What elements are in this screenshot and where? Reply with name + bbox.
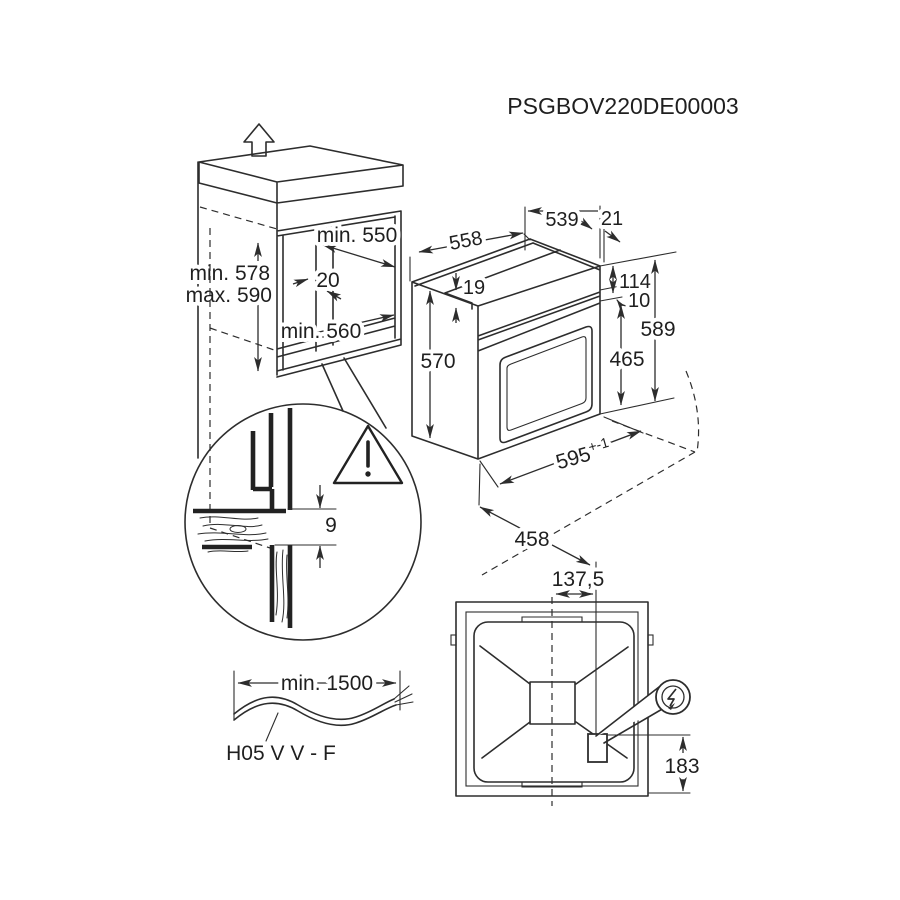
dim-panel-gap-label: 10 xyxy=(628,290,650,312)
dim-niche-depth-line xyxy=(322,244,396,268)
dim-niche-width-line xyxy=(283,314,395,341)
detail-profile-lines xyxy=(193,408,293,628)
dim-mains-offset-label: 137,5 xyxy=(552,568,605,591)
cable-wire-ends xyxy=(393,685,414,706)
front-gap-detail: 9 xyxy=(184,206,422,641)
cable-curve xyxy=(233,696,397,727)
junction-box xyxy=(587,733,608,763)
detail-callout-wedge xyxy=(321,357,387,429)
wood-grain-knot xyxy=(229,525,247,533)
cable-type-leader xyxy=(265,712,279,742)
dim-depth-no-door-label: 458 xyxy=(514,528,549,551)
dim-top-recess-label: 19 xyxy=(463,277,485,299)
dim-body-width-arrow xyxy=(576,217,593,230)
dim-body-width-label: 539 xyxy=(545,209,578,231)
dim-niche-height-max-label: max. 590 xyxy=(186,284,272,307)
dim-niche-width-label: min. 560 xyxy=(281,320,362,343)
dim-panel-height-label: 114 xyxy=(619,271,651,293)
dim-rear-gap-label: 20 xyxy=(316,269,339,292)
dim-side-clearance-label: 21 xyxy=(601,208,623,230)
oven-diagram: 558 539 21 19 570 114 10 465 589 595+-1 … xyxy=(409,204,700,734)
rear-right-tab xyxy=(647,634,654,646)
oven-door-window-inner xyxy=(506,336,587,431)
detail-gap-lines xyxy=(274,508,337,546)
drawing-code: PSGBOV220DE00003 xyxy=(507,93,738,119)
dim-front-width-line xyxy=(499,430,642,485)
extraction-up-arrow-icon xyxy=(243,123,275,157)
oven-door-window-outer xyxy=(499,325,593,444)
dim-rear-gap-arrow-1 xyxy=(292,278,309,288)
dim-niche-depth-label: min. 550 xyxy=(317,224,398,247)
dim-door-height-label: 465 xyxy=(609,348,644,371)
dim-depth-no-door-line xyxy=(479,506,591,566)
dim-mains-height-label: 183 xyxy=(664,755,699,778)
rear-panel-bumps xyxy=(521,616,583,788)
rear-back-panel xyxy=(473,621,635,783)
dim-oven-depth-label: 558 xyxy=(447,227,484,255)
dim-rear-gap-arrow-2 xyxy=(326,290,342,302)
cabinet-hidden-edges xyxy=(199,206,278,549)
dim-total-height-label: 589 xyxy=(640,318,675,341)
dim-niche-height-min-label: min. 578 xyxy=(189,262,270,285)
warning-triangle-icon xyxy=(332,424,404,485)
rear-cross-brace xyxy=(479,645,629,759)
dim-mains-height-refs xyxy=(607,734,691,794)
dim-front-gap-label: 9 xyxy=(325,514,337,537)
dim-front-width-label: 595+-1 xyxy=(553,434,614,474)
oven-body-outline xyxy=(411,238,601,460)
cabinet-diagram: min. 578 max. 590 min. 550 20 min. 560 xyxy=(182,123,404,459)
dim-front-width-tolerance: +-1 xyxy=(586,434,610,455)
mains-cable-diagram: min. 1500 H05 V V - F xyxy=(226,668,414,765)
rear-left-tab xyxy=(450,634,457,646)
wood-grain-bottom xyxy=(275,549,289,623)
rear-view-diagram: 137,5 183 xyxy=(450,564,704,806)
dim-cable-length-label: min. 1500 xyxy=(281,672,373,695)
dim-body-height-label: 570 xyxy=(420,350,455,373)
cable-extension-lines xyxy=(233,670,401,720)
cable-type-label: H05 V V - F xyxy=(226,742,336,765)
electric-shock-icon xyxy=(595,679,691,744)
dim-oven-depth-line xyxy=(418,231,524,254)
detail-callout-circle xyxy=(184,403,422,641)
dim-side-clearance-arrow xyxy=(604,230,621,243)
